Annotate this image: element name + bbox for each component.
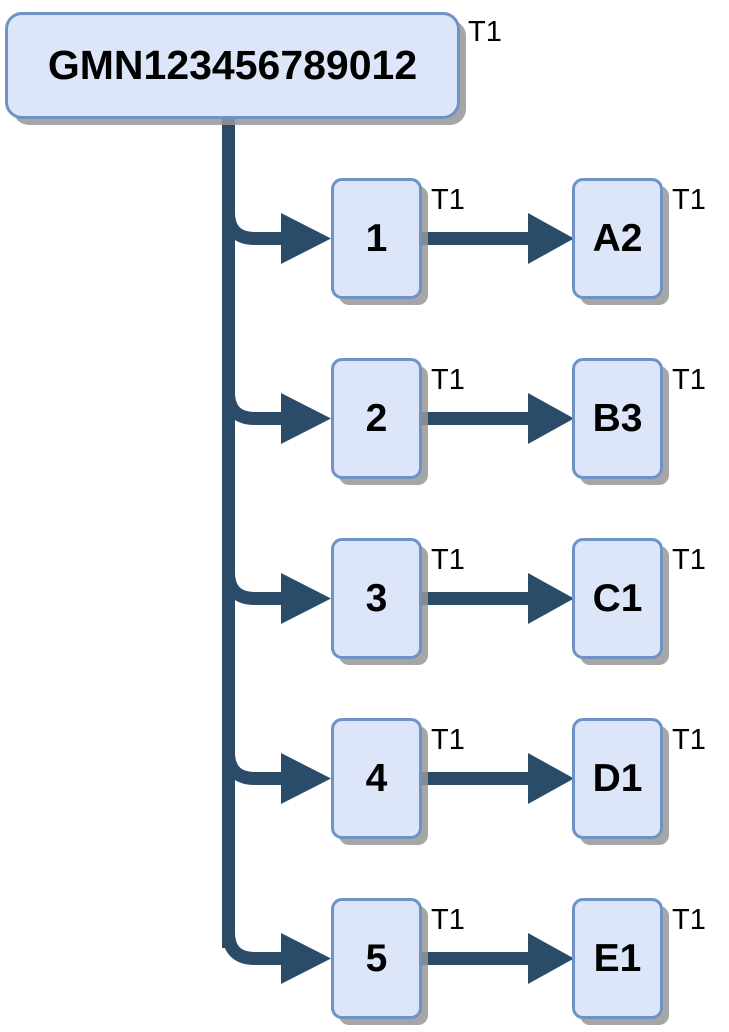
node-mid-3-tag: T1	[431, 544, 465, 576]
branch-connector-2	[222, 391, 283, 425]
node-end-1[interactable]: A2	[572, 178, 663, 299]
node-end-1-label: A2	[592, 217, 643, 260]
node-root-label: GMN123456789012	[47, 42, 418, 88]
node-end-5-label: E1	[593, 937, 642, 980]
branch-connector-5	[222, 931, 283, 965]
node-mid-3[interactable]: 3	[331, 538, 422, 659]
link-arrowhead-1	[528, 213, 574, 264]
node-mid-1[interactable]: 1	[331, 178, 422, 299]
link-arrowhead-3	[528, 573, 574, 624]
node-mid-2-tag: T1	[431, 364, 465, 396]
link-arrowhead-5	[528, 933, 574, 984]
node-mid-1-label: 1	[365, 217, 388, 260]
node-root-tag: T1	[468, 16, 502, 48]
branch-arrowhead-2	[281, 393, 331, 444]
branch-arrowhead-3	[281, 573, 331, 624]
node-mid-5[interactable]: 5	[331, 898, 422, 1019]
node-end-3-label: C1	[592, 577, 643, 620]
node-mid-5-label: 5	[365, 937, 388, 980]
node-mid-3-label: 3	[365, 577, 388, 620]
branch-connector-4	[222, 751, 283, 785]
node-mid-1-tag: T1	[431, 184, 465, 216]
node-end-2-tag: T1	[672, 364, 706, 396]
node-end-3-tag: T1	[672, 544, 706, 576]
node-mid-4-tag: T1	[431, 724, 465, 756]
branch-arrowhead-1	[281, 213, 331, 264]
node-end-4-label: D1	[592, 757, 643, 800]
node-mid-2-label: 2	[365, 397, 388, 440]
node-end-2-label: B3	[592, 397, 643, 440]
node-end-1-tag: T1	[672, 184, 706, 216]
node-end-2[interactable]: B3	[572, 358, 663, 479]
node-mid-4[interactable]: 4	[331, 718, 422, 839]
node-end-5-tag: T1	[672, 904, 706, 936]
branch-arrowhead-4	[281, 753, 331, 804]
branch-arrowhead-5	[281, 933, 331, 984]
link-arrowhead-2	[528, 393, 574, 444]
node-end-5[interactable]: E1	[572, 898, 663, 1019]
node-mid-2[interactable]: 2	[331, 358, 422, 479]
node-end-4-tag: T1	[672, 724, 706, 756]
node-mid-5-tag: T1	[431, 904, 465, 936]
node-root[interactable]: GMN123456789012	[5, 12, 460, 119]
node-mid-4-label: 4	[365, 757, 388, 800]
branch-connector-3	[222, 571, 283, 605]
node-end-3[interactable]: C1	[572, 538, 663, 659]
link-arrowhead-4	[528, 753, 574, 804]
node-end-4[interactable]: D1	[572, 718, 663, 839]
branch-connector-1	[222, 211, 283, 245]
